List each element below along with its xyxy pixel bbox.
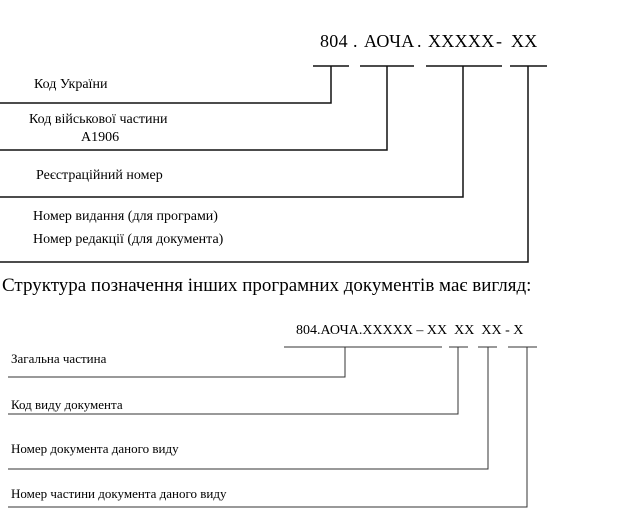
code-dot-1: . xyxy=(353,31,358,51)
code-dot-2: . xyxy=(417,31,422,51)
label-unit-code-line1: Код військової частини xyxy=(29,112,168,127)
designation-code-top: 804 . АОЧА . XXXXX - XX xyxy=(320,31,538,51)
connector-part-number xyxy=(8,347,528,508)
connector-doc-type xyxy=(8,347,459,415)
label-doc-type-code: Код виду документа xyxy=(11,397,123,412)
code-part-edition: XX xyxy=(511,31,538,51)
connector-country xyxy=(0,66,332,104)
label-country-code: Код України xyxy=(34,77,108,92)
label-registration-number: Реєстраційний номер xyxy=(36,168,163,183)
code-part-unit: АОЧА xyxy=(364,31,415,51)
label-part-number: Номер частини документа даного виду xyxy=(11,486,227,501)
connector-edition xyxy=(0,66,529,263)
designation-code-bottom: 804.АОЧА.XXXXX – XX XX XX - X xyxy=(296,323,523,338)
code-dash: - xyxy=(496,31,502,51)
connector-lines-bottom xyxy=(8,346,537,508)
label-doc-number: Номер документа даного виду xyxy=(11,441,179,456)
connector-general xyxy=(8,347,346,378)
code-part-registration: XXXXX xyxy=(428,31,495,51)
connector-registration xyxy=(0,66,464,198)
label-unit-code-line2: А1906 xyxy=(81,130,119,145)
section-heading: Структура позначення інших програмних до… xyxy=(2,275,531,296)
label-edition-number: Номер видання (для програми) xyxy=(33,209,218,224)
connector-lines-top xyxy=(0,65,547,263)
label-general-part: Загальна частина xyxy=(11,351,107,366)
code-part-country: 804 xyxy=(320,31,348,51)
connector-doc-number xyxy=(8,347,489,470)
connector-unit xyxy=(0,66,388,151)
label-revision-number: Номер редакції (для документа) xyxy=(33,232,224,247)
